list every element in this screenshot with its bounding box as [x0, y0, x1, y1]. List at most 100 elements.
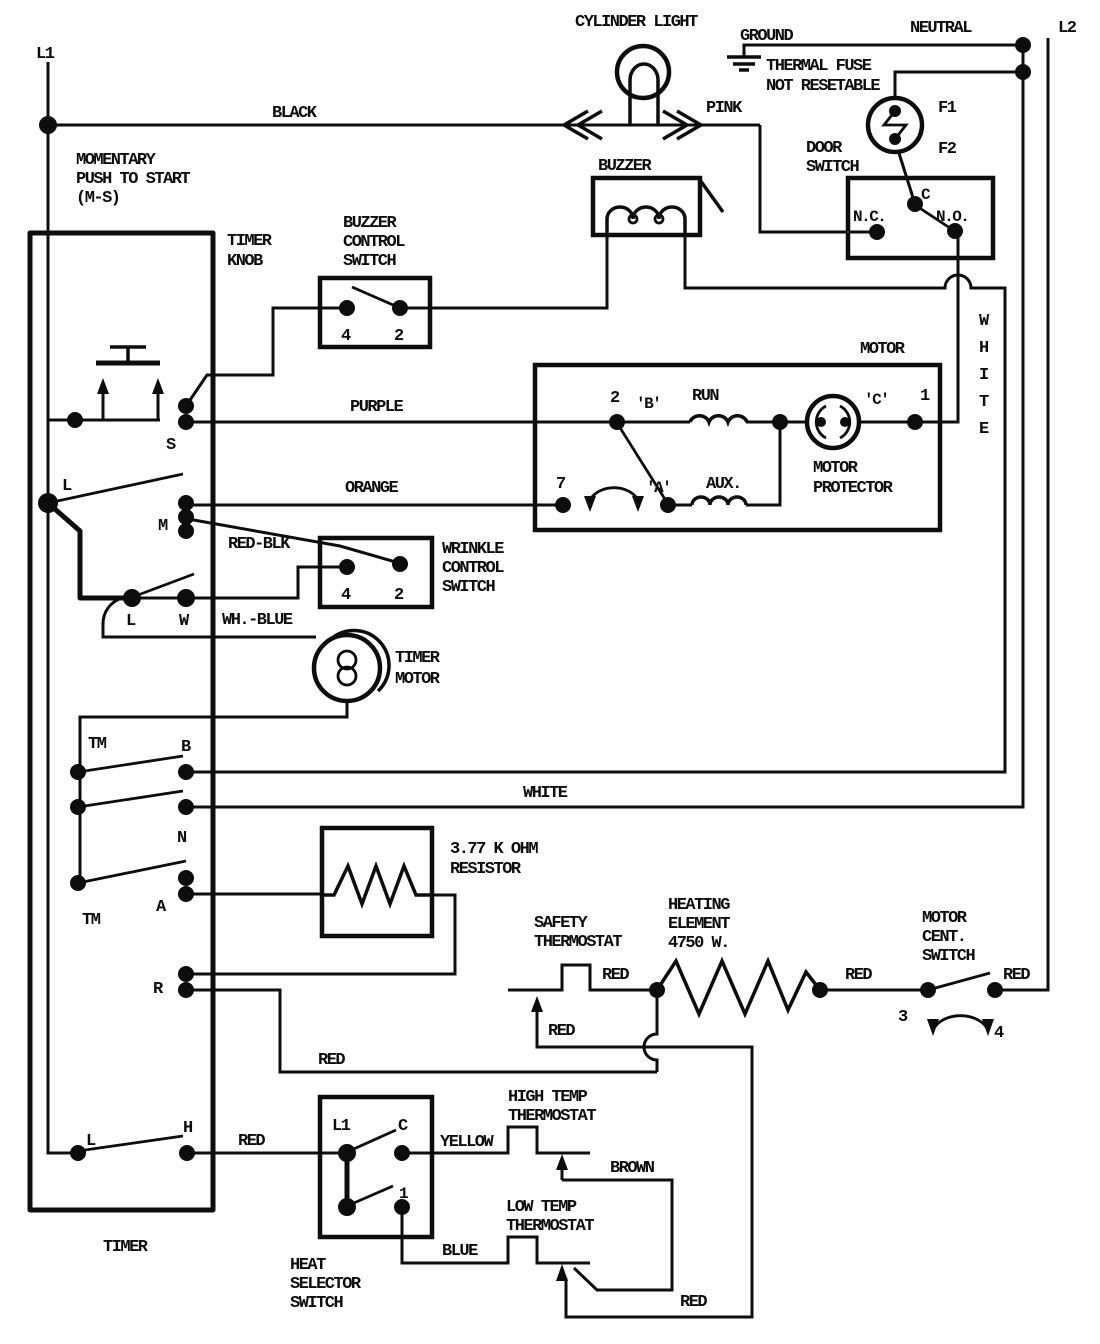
- cent-switch-label-1: MOTOR: [922, 909, 968, 928]
- motor-run-label: RUN: [692, 387, 719, 406]
- cylinder-light-label: CYLINDER LIGHT: [575, 13, 698, 32]
- buzzer-label: BUZZER: [598, 157, 653, 176]
- bcs-terminal-2-label: 2: [394, 327, 404, 346]
- timer-h-label: H: [183, 1119, 193, 1138]
- door-switch-label-1: DOOR: [806, 139, 843, 158]
- orange-wire-label: ORANGE: [345, 479, 399, 498]
- f1-label: F1: [938, 99, 957, 118]
- switch-blades: [46, 203, 991, 1208]
- heating-element-label-3: 4750 W.: [668, 934, 729, 953]
- red-label-l2-side: RED: [1003, 966, 1030, 985]
- heat-selector-box: [317, 1094, 435, 1240]
- red-blk-wire-label: RED-BLK: [228, 535, 291, 554]
- red-label-element-right: RED: [845, 966, 872, 985]
- wrinkle-label-3: SWITCH: [442, 578, 496, 597]
- resistor-zigzag-icon: [322, 860, 432, 910]
- l1-label: L1: [36, 45, 55, 64]
- low-temp-label-1: LOW TEMP: [506, 1198, 577, 1217]
- pink-wire-label: PINK: [706, 99, 743, 118]
- timer-knob-label-1: TIMER: [227, 232, 273, 251]
- cent-switch-label-2: CENT.: [922, 928, 966, 947]
- motor-a-label: 'A': [646, 479, 670, 497]
- symbols: [96, 43, 994, 1281]
- motor-terminal-2-label: 2: [610, 389, 620, 408]
- heat-selector-c-label: C: [398, 1117, 408, 1136]
- high-temp-label-2: THERMOSTAT: [508, 1107, 596, 1126]
- neutral-label: NEUTRAL: [910, 19, 972, 38]
- cent-terminal-3-label: 3: [898, 1008, 908, 1027]
- safety-thermostat-label-2: THERMOSTAT: [534, 933, 622, 952]
- thermal-fuse-label-1: THERMAL FUSE: [766, 57, 872, 76]
- resistor-label-1: 3.77 K OHM: [450, 840, 538, 859]
- momentary-label-1: MOMENTARY: [76, 151, 157, 170]
- nc-terminal-label: N.C.: [853, 208, 885, 226]
- wh-blue-wire-label: WH.-BLUE: [222, 611, 293, 630]
- no-terminal-label: N.O.: [936, 208, 968, 226]
- heat-selector-1-label: 1: [399, 1185, 408, 1203]
- aux-winding-icon: [690, 495, 748, 506]
- buzzer-control-switch-box: [317, 275, 433, 350]
- brown-wire-label: BROWN: [610, 1159, 655, 1178]
- motor-label: MOTOR: [860, 340, 906, 359]
- timer-s-label: S: [166, 436, 176, 455]
- timer-a-label: A: [156, 898, 167, 917]
- component-boxes: [27, 175, 996, 1240]
- labels: L1 BLACK CYLINDER LIGHT GROUND NEUTRAL L…: [36, 13, 1078, 1313]
- red-label-element-left: RED: [602, 966, 629, 985]
- heat-selector-label-1: HEAT: [290, 1256, 326, 1275]
- black-wire-label: BLACK: [272, 104, 318, 123]
- low-temp-arrow-icon: [556, 1264, 568, 1281]
- heating-element-label-2: ELEMENT: [668, 915, 730, 934]
- timer-label: TIMER: [103, 1238, 149, 1257]
- high-temp-label-1: HIGH TEMP: [508, 1088, 588, 1107]
- f2-label: F2: [938, 140, 957, 159]
- timer-motor-label-2: MOTOR: [395, 670, 441, 689]
- heat-selector-label-3: SWITCH: [290, 1294, 344, 1313]
- motor-terminal-7-label: 7: [556, 475, 566, 494]
- buzzer-control-label-1: BUZZER: [343, 214, 398, 233]
- motor-c-label: 'C': [864, 391, 888, 409]
- motor-aux-label: AUX.: [706, 475, 741, 494]
- safety-thermostat-label-1: SAFETY: [534, 914, 589, 933]
- resistor-box: [319, 825, 435, 939]
- buzzer-control-label-3: SWITCH: [343, 252, 397, 271]
- cent-switch-label-3: SWITCH: [922, 947, 976, 966]
- timer-tm-upper-label: TM: [88, 735, 107, 754]
- timer-knob-label-2: KNOB: [227, 252, 263, 271]
- buzzer-control-label-2: CONTROL: [343, 233, 405, 252]
- wrinkle-terminal-2-label: 2: [394, 586, 404, 605]
- red-label-r-wire: RED: [318, 1051, 345, 1070]
- aux-rotation-arrow-icon: [584, 486, 644, 512]
- motor-protector-label-1: MOTOR: [813, 459, 859, 478]
- heating-element-label-1: HEATING: [668, 896, 730, 915]
- cent-terminal-4-label: 4: [994, 1024, 1004, 1043]
- momentary-label-2: PUSH TO START: [76, 170, 190, 189]
- timer-m-label: M: [158, 517, 168, 536]
- cylinder-light-icon: [614, 43, 672, 101]
- white-run-label: WHITE: [523, 784, 568, 803]
- motor-protector-icon: [804, 393, 862, 451]
- wrinkle-terminal-4-label: 4: [341, 586, 351, 605]
- buzzer-coil-icon: [605, 205, 687, 235]
- ground-label: GROUND: [740, 27, 794, 46]
- momentary-label-3: (M-S): [76, 189, 120, 208]
- c-terminal-label: C: [921, 186, 931, 204]
- wrinkle-switch-box: [317, 535, 435, 610]
- wrinkle-label-1: WRINKLE: [442, 540, 504, 559]
- connector-right-icon: [662, 109, 705, 141]
- buzzer-box: [590, 175, 703, 238]
- red-label-selector-feed: RED: [238, 1132, 265, 1151]
- push-button-icon: [96, 345, 164, 394]
- blue-wire-label: BLUE: [442, 1242, 478, 1261]
- low-temp-label-2: THERMOSTAT: [506, 1217, 594, 1236]
- thermal-fuse-label-2: NOT RESETABLE: [766, 77, 880, 96]
- red-label-bottom: RED: [680, 1293, 707, 1312]
- yellow-wire-label: YELLOW: [440, 1133, 495, 1152]
- timer-l-upper-label: L: [62, 477, 72, 496]
- door-switch-box: [845, 175, 996, 261]
- timer-r-label: R: [153, 980, 164, 999]
- thermal-fuse-icon: [865, 95, 925, 155]
- high-temp-arrow-icon: [556, 1154, 568, 1170]
